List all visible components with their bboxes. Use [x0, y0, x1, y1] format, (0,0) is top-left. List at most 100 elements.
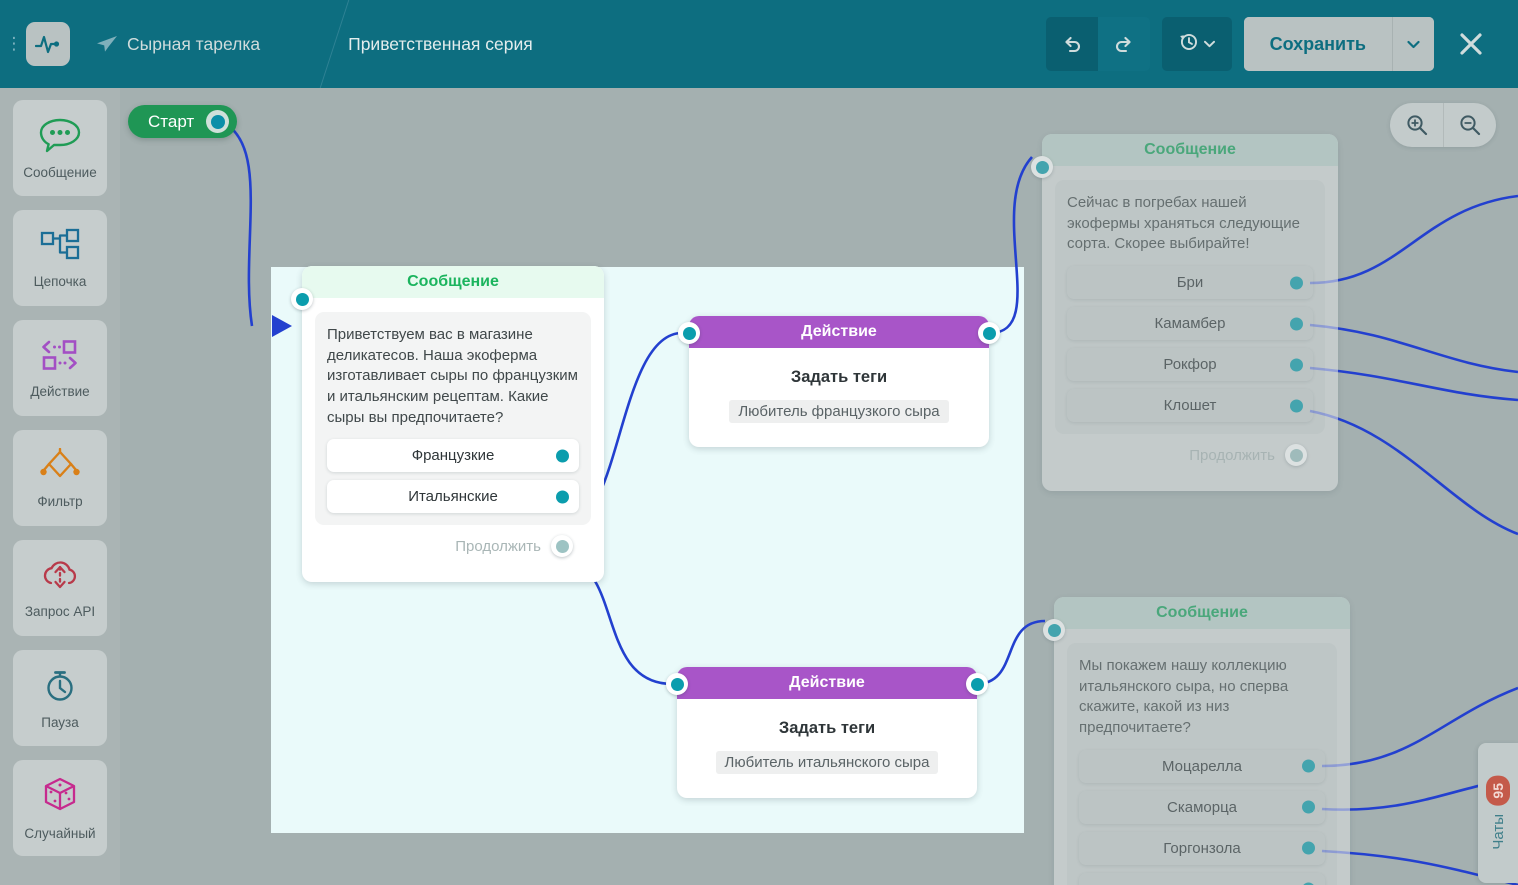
- option-button[interactable]: Камамбер: [1067, 307, 1313, 341]
- save-dropdown-caret[interactable]: [1392, 17, 1434, 71]
- sidebar-item-label: Фильтр: [37, 493, 83, 509]
- node-output-port[interactable]: [966, 673, 988, 695]
- node-card: Действие Задать теги Любитель итальянско…: [677, 667, 977, 798]
- message-text: Мы покажем нашу коллекцию итальянского с…: [1079, 657, 1289, 737]
- kebab-menu-icon[interactable]: ⋮: [5, 34, 23, 54]
- option-output-port[interactable]: [1290, 276, 1303, 290]
- option-output-port[interactable]: [556, 449, 569, 463]
- stopwatch-icon: [40, 667, 80, 708]
- continue-label: Продолжить: [1189, 446, 1275, 464]
- cloud-upload-icon: [38, 558, 82, 597]
- chat-bubble-icon: [38, 117, 82, 158]
- sidebar-item-label: Запрос API: [24, 603, 96, 619]
- save-button[interactable]: Сохранить: [1243, 17, 1392, 71]
- node-card: Сообщение Приветствуем вас в магазине де…: [302, 266, 604, 583]
- undo-icon[interactable]: [1045, 17, 1098, 71]
- tag-chip[interactable]: Любитель итальянского сыра: [715, 751, 939, 774]
- node-input-port[interactable]: [291, 288, 313, 310]
- sidebar-item-action[interactable]: Действие: [13, 320, 107, 416]
- option-button[interactable]: Горгонзола: [1079, 831, 1325, 865]
- close-x-icon[interactable]: [1442, 17, 1500, 71]
- option-output-port[interactable]: [1302, 759, 1315, 773]
- flowchart-icon: [38, 228, 82, 267]
- sidebar-item-api-request[interactable]: Запрос API: [13, 540, 107, 636]
- code-brackets-icon: [38, 338, 82, 377]
- redo-icon[interactable]: [1097, 17, 1150, 71]
- start-node-label: Старт: [148, 111, 195, 131]
- filter-diamond-icon: [37, 447, 83, 487]
- option-button[interactable]: Моцарелла: [1079, 749, 1325, 783]
- continue-output-port[interactable]: [1285, 444, 1307, 467]
- pulse-logo-icon[interactable]: [26, 22, 70, 66]
- node-card: Сообщение Сейчас в погребах нашей экофер…: [1042, 134, 1338, 492]
- option-output-port[interactable]: [1290, 358, 1303, 372]
- option-button[interactable]: Скаморца: [1079, 790, 1325, 824]
- sidebar-item-random[interactable]: Случайный: [13, 760, 107, 856]
- node-welcome-message[interactable]: Сообщение Приветствуем вас в магазине де…: [291, 266, 604, 583]
- option-button[interactable]: Бри: [1067, 266, 1313, 300]
- action-title: Задать теги: [790, 368, 888, 386]
- breadcrumb-project[interactable]: Сырная тарелка: [127, 33, 261, 54]
- tag-chip[interactable]: Любитель французкого сыра: [729, 400, 949, 423]
- option-button[interactable]: Итальянские: [327, 480, 579, 514]
- node-type-header: Сообщение: [302, 266, 604, 298]
- chats-tab-label: Чаты: [1489, 813, 1507, 850]
- node-input-port[interactable]: [1031, 156, 1053, 178]
- option-output-port[interactable]: [1302, 800, 1315, 814]
- option-label: Итальянские: [408, 488, 498, 506]
- node-output-port[interactable]: [978, 322, 1000, 344]
- option-output-port[interactable]: [556, 490, 569, 504]
- start-output-port[interactable]: [206, 110, 230, 133]
- option-output-port[interactable]: [1302, 841, 1315, 855]
- breadcrumb-separator: [280, 0, 342, 88]
- sidebar-item-label: Пауза: [41, 714, 79, 730]
- node-italian-cheeses[interactable]: Сообщение Мы покажем нашу коллекцию итал…: [1043, 597, 1350, 885]
- option-label: Скаморца: [1167, 798, 1237, 816]
- option-button[interactable]: Французкие: [327, 439, 579, 473]
- sidebar-item-pause[interactable]: Пауза: [13, 650, 107, 746]
- node-body: Сейчас в погребах нашей экофермы хранять…: [1042, 166, 1338, 491]
- node-type-header: Сообщение: [1042, 134, 1338, 166]
- node-action-french[interactable]: Действие Задать теги Любитель французког…: [678, 316, 1000, 447]
- option-button[interactable]: [1079, 872, 1325, 885]
- node-input-port[interactable]: [666, 673, 688, 695]
- chevron-down-icon: [1204, 35, 1216, 53]
- continue-output-port[interactable]: [551, 535, 573, 558]
- continue-row: Продолжить: [1055, 434, 1325, 478]
- node-body: Приветствуем вас в магазине деликатесов.…: [302, 298, 604, 582]
- zoom-out-icon[interactable]: [1443, 103, 1496, 147]
- node-french-cheeses[interactable]: Сообщение Сейчас в погребах нашей экофер…: [1031, 134, 1338, 492]
- node-input-port[interactable]: [678, 322, 700, 344]
- breadcrumb-flow[interactable]: Приветственная серия: [348, 33, 533, 54]
- node-action-italian[interactable]: Действие Задать теги Любитель итальянско…: [666, 667, 988, 798]
- zoom-controls: [1390, 103, 1496, 147]
- option-button[interactable]: Клошет: [1067, 389, 1313, 423]
- history-button[interactable]: [1161, 17, 1232, 71]
- option-button[interactable]: Рокфор: [1067, 348, 1313, 382]
- sidebar-item-label: Действие: [30, 383, 90, 399]
- option-output-port[interactable]: [1290, 399, 1303, 413]
- undo-redo-group: [1045, 17, 1150, 71]
- save-button-group: Сохранить: [1243, 17, 1434, 71]
- sidebar-item-filter[interactable]: Фильтр: [13, 430, 107, 526]
- sidebar-item-chain[interactable]: Цепочка: [13, 210, 107, 306]
- continue-label: Продолжить: [455, 537, 541, 555]
- node-card: Сообщение Мы покажем нашу коллекцию итал…: [1054, 597, 1350, 885]
- option-label: Французкие: [411, 447, 495, 465]
- option-output-port[interactable]: [1302, 882, 1315, 885]
- node-card: Действие Задать теги Любитель французког…: [689, 316, 989, 447]
- node-palette-sidebar: Сообщение Цепочка: [0, 88, 120, 885]
- message-content-panel: Мы покажем нашу коллекцию итальянского с…: [1067, 643, 1337, 885]
- flow-canvas[interactable]: Старт Сообщение Приветствуем вас в магаз…: [120, 88, 1518, 885]
- zoom-in-icon[interactable]: [1390, 103, 1443, 147]
- option-output-port[interactable]: [1290, 317, 1303, 331]
- chats-side-tab[interactable]: 95 Чаты: [1478, 743, 1518, 883]
- message-content-panel: Приветствуем вас в магазине деликатесов.…: [315, 312, 591, 526]
- history-clock-icon: [1178, 31, 1199, 57]
- sidebar-item-message[interactable]: Сообщение: [13, 100, 107, 196]
- sidebar-item-label: Сообщение: [23, 164, 97, 180]
- node-input-port[interactable]: [1043, 619, 1065, 641]
- start-node[interactable]: Старт: [128, 105, 238, 138]
- message-content-panel: Сейчас в погребах нашей экофермы хранять…: [1055, 180, 1325, 435]
